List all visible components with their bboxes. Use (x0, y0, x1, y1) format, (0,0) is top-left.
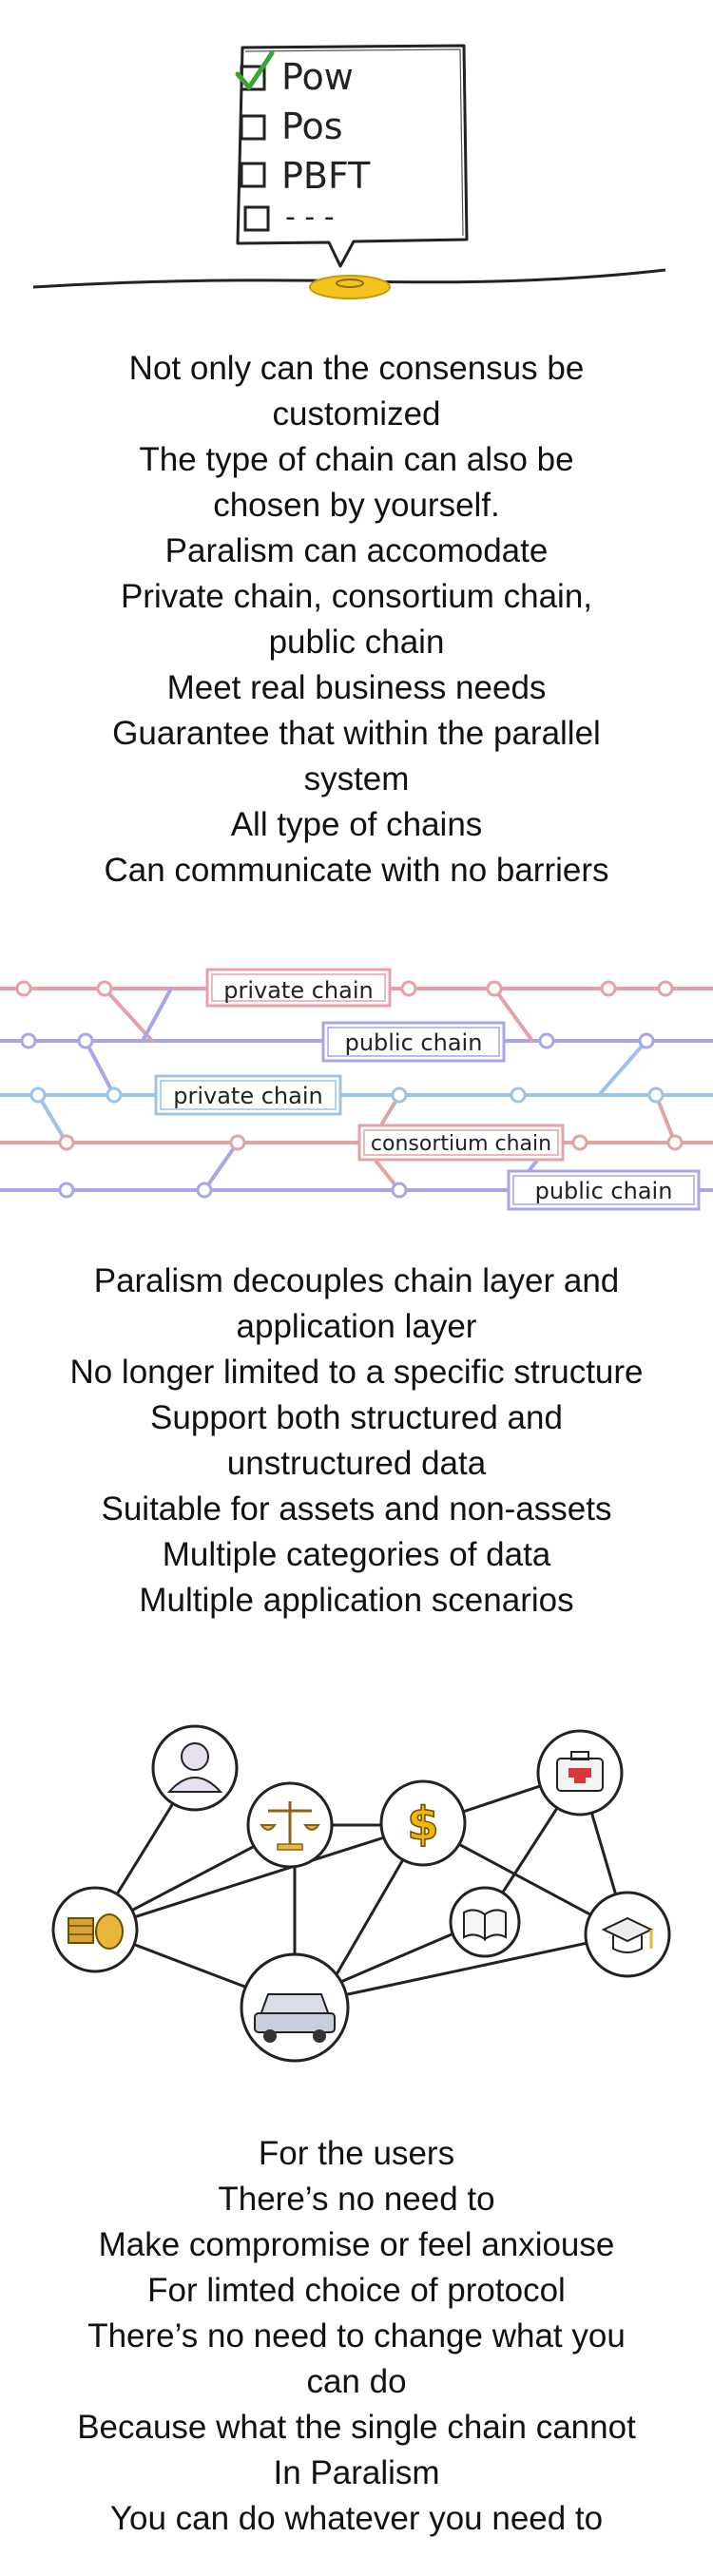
option-label-more: - - - (285, 201, 335, 234)
chain-diagram-svg: private chain public chain private chain… (0, 968, 713, 1211)
text-line: In Paralism (273, 2454, 440, 2491)
text-line: For limted choice of protocol (147, 2272, 566, 2309)
text-line: There’s no need to change what you (87, 2317, 626, 2355)
text-line: Private chain, consortium chain, (120, 578, 593, 615)
text-line: You can do whatever you need to (109, 2500, 604, 2537)
chain-label-public-2: public chain (535, 1178, 673, 1204)
chain-diagram: private chain public chain private chain… (0, 941, 713, 1226)
option-label-pos: Pos (281, 106, 343, 147)
text-line: system (303, 760, 410, 798)
text-line: No longer limited to a specific structur… (69, 1354, 644, 1391)
text-line: Meet real business needs (166, 669, 547, 706)
consensus-sketch: Pow Pos PBFT - - - (0, 0, 713, 323)
scales-icon (246, 1781, 334, 1869)
network-diagram: $ (0, 1673, 713, 2091)
dollar-icon: $ (379, 1779, 467, 1867)
coins-icon (51, 1886, 139, 1973)
user-icon (151, 1724, 239, 1812)
text-line: Multiple categories of data (162, 1536, 551, 1573)
paragraph-decoupling: Paralism decouples chain layer and appli… (0, 1259, 713, 1624)
text-line: unstructured data (226, 1445, 487, 1482)
text-line: application layer (236, 1308, 477, 1345)
text-line: Multiple application scenarios (139, 1582, 574, 1619)
text-line: Suitable for assets and non-assets (101, 1490, 612, 1528)
text-line: public chain (268, 624, 445, 661)
text-line: There’s no need to (218, 2181, 495, 2218)
checkbox-pos (240, 114, 266, 141)
paragraph-users: For the users There’s no need to Make co… (0, 2131, 713, 2542)
chain-label-consortium: consortium chain (371, 1132, 551, 1156)
chain-label-private-1: private chain (223, 977, 373, 1004)
consensus-sketch-svg: Pow Pos PBFT - - - (32, 44, 666, 299)
text-line: The type of chain can also be (139, 441, 574, 478)
text-line: For the users (258, 2135, 455, 2172)
option-label-pow: Pow (281, 56, 354, 98)
checkbox-pbft (240, 162, 266, 188)
text-line: Paralism can accomodate (164, 532, 549, 569)
check-mark-icon (235, 50, 275, 90)
text-line: Can communicate with no barriers (104, 852, 609, 889)
medical-kit-icon (536, 1729, 624, 1817)
paragraph-consensus: Not only can the consensus be customized… (0, 346, 713, 894)
checkbox-more (243, 205, 270, 232)
text-line: Make compromise or feel anxiouse (98, 2226, 615, 2263)
text-line: All type of chains (230, 806, 483, 843)
text-line: Not only can the consensus be (128, 350, 585, 387)
network-diagram-svg: $ (51, 1724, 671, 2063)
text-line: customized (272, 395, 441, 433)
chain-label-public-1: public chain (345, 1029, 483, 1056)
chain-label-private-2: private chain (173, 1083, 322, 1109)
graduation-cap-icon (584, 1891, 671, 1978)
option-label-pbft: PBFT (281, 155, 371, 197)
text-line: Paralism decouples chain layer and (93, 1262, 620, 1299)
dollar-symbol: $ (407, 1797, 438, 1851)
text-line: can do (306, 2363, 407, 2400)
text-line: Support both structured and (150, 1399, 563, 1436)
car-icon (240, 1952, 350, 2063)
text-line: chosen by yourself. (213, 487, 500, 524)
book-icon (449, 1886, 521, 1958)
text-line: Guarantee that within the parallel (112, 715, 601, 752)
text-line: Because what the single chain cannot (77, 2409, 636, 2446)
